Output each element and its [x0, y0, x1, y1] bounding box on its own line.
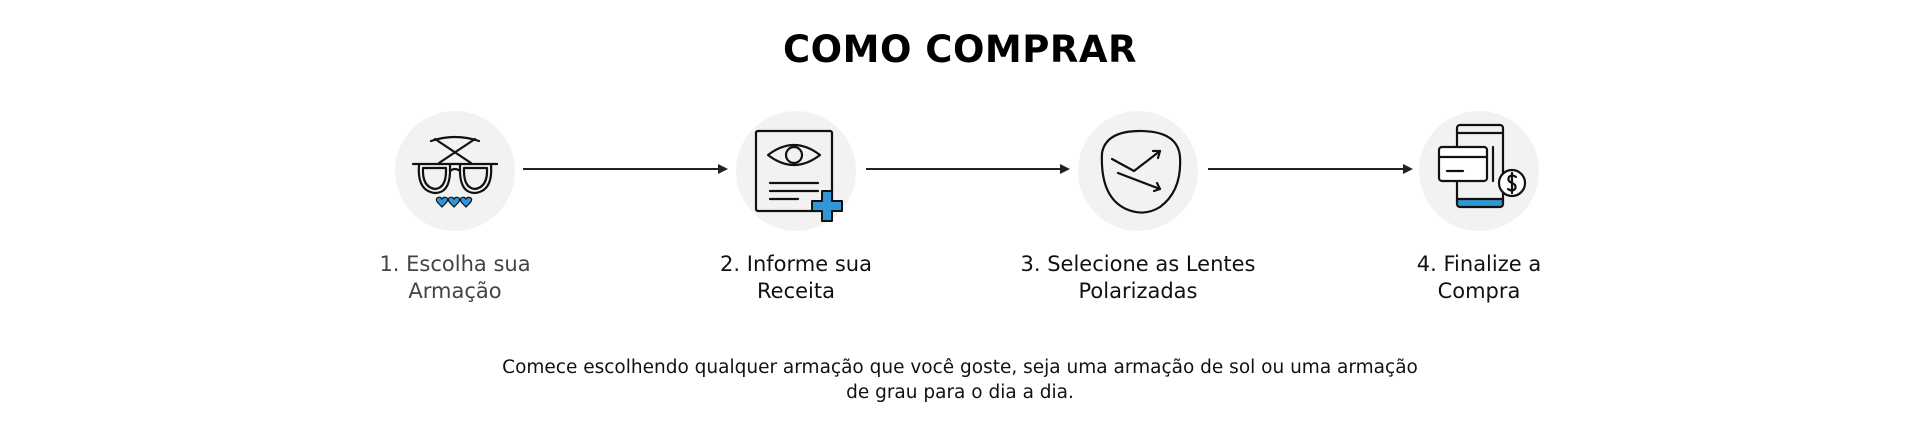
arrow-head-icon — [718, 164, 728, 174]
step-label: 1. Escolha sua Armação — [335, 251, 575, 305]
step-description-line-2: de grau para o dia a dia. — [846, 382, 1074, 403]
step-label-line-2: Compra — [1437, 279, 1521, 303]
prescription-document-icon — [754, 129, 843, 222]
step-label: 4. Finalize a Compra — [1359, 251, 1599, 305]
step-label: 2. Informe sua Receita — [676, 251, 916, 305]
step-icon-circle — [736, 111, 856, 231]
step-prescription[interactable]: 2. Informe sua Receita — [676, 111, 916, 305]
step-icon-circle — [1078, 111, 1198, 231]
step-description: Comece escolhendo qualquer armação que v… — [0, 355, 1920, 405]
arrow-head-icon — [1403, 164, 1413, 174]
arrow-head-icon — [1060, 164, 1070, 174]
step-label-line-1: 3. Selecione as Lentes — [1020, 252, 1256, 276]
step-icon-circle — [395, 111, 515, 231]
step-label-line-2: Polarizadas — [1078, 279, 1198, 303]
step-description-line-1: Comece escolhendo qualquer armação que v… — [502, 357, 1418, 378]
step-polarized-lenses[interactable]: 3. Selecione as Lentes Polarizadas — [1018, 111, 1258, 305]
step-label-line-2: Armação — [408, 279, 502, 303]
step-label-line-2: Receita — [757, 279, 835, 303]
step-label: 3. Selecione as Lentes Polarizadas — [1018, 251, 1258, 305]
step-icon-circle — [1419, 111, 1539, 231]
step-arrow-3 — [1208, 164, 1413, 174]
step-label-line-1: 4. Finalize a — [1416, 252, 1542, 276]
sunglasses-with-hearts-icon — [411, 135, 499, 208]
mobile-payment-icon — [1437, 123, 1527, 209]
step-label-line-1: 2. Informe sua — [720, 252, 872, 276]
section-title: COMO COMPRAR — [783, 28, 1137, 71]
step-arrow-2 — [866, 164, 1070, 174]
step-checkout[interactable]: 4. Finalize a Compra — [1359, 111, 1599, 305]
polarized-lens-icon — [1100, 129, 1182, 214]
step-arrow-1 — [523, 164, 728, 174]
step-choose-frame[interactable]: 1. Escolha sua Armação — [335, 111, 575, 305]
step-label-line-1: 1. Escolha sua — [379, 252, 531, 276]
